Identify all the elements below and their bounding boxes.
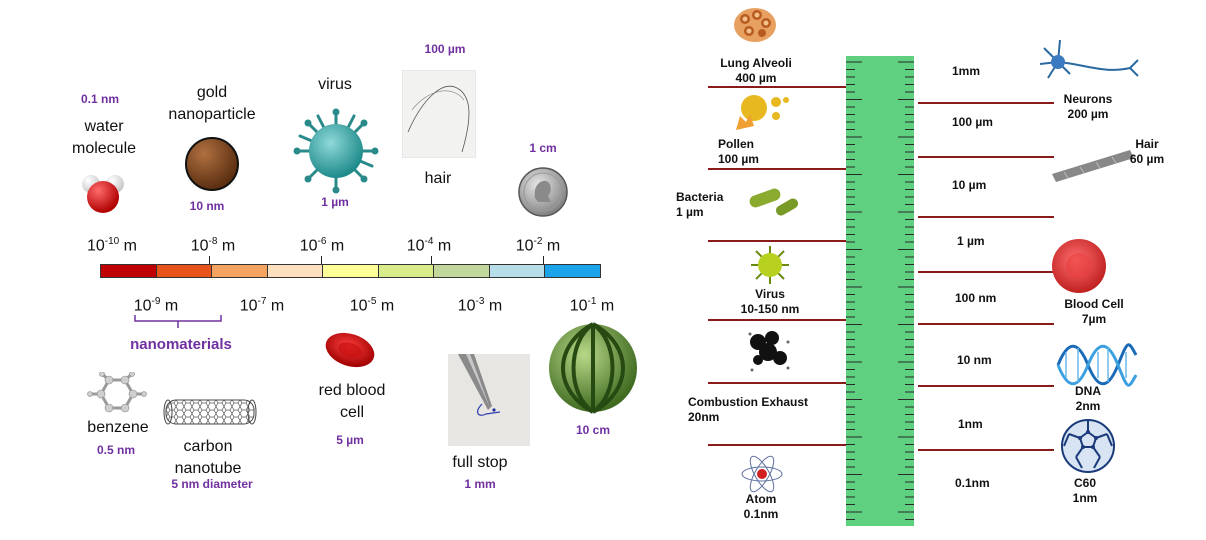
gold-label: gold nanoparticle	[168, 84, 256, 123]
water-label: water molecule	[71, 118, 137, 157]
nanomaterials-bracket	[134, 315, 222, 328]
nanomaterials-label: nanomaterials	[130, 336, 232, 353]
water-molecule-icon	[82, 175, 124, 213]
green-ruler	[846, 56, 914, 526]
hair-size: 100 µm	[424, 42, 466, 56]
nanotube-size: 5 nm diameter	[171, 477, 253, 491]
right-marker-line	[918, 271, 1054, 273]
scale-segment	[155, 264, 213, 278]
right-marker-line	[918, 156, 1054, 158]
tick-mark	[543, 256, 544, 265]
rbc-label: red blood cell	[318, 382, 386, 421]
right-marker-line	[918, 449, 1054, 451]
hair-label: hair	[424, 170, 452, 187]
dna-helix-icon	[1056, 343, 1138, 387]
scale-segment	[377, 264, 435, 278]
water-size: 0.1 nm	[80, 92, 120, 106]
hair-strand-icon	[1052, 150, 1134, 182]
right-marker-line	[918, 102, 1054, 104]
measure-label: 1mm	[952, 64, 981, 78]
lung-alveoli-icon	[734, 8, 776, 42]
virus-size: 1 µm	[321, 195, 349, 209]
measure-label: 0.1nm	[955, 476, 990, 490]
right-marker-line	[918, 385, 1054, 387]
tick-mark	[431, 256, 432, 265]
gold-nanoparticle-icon	[185, 137, 239, 191]
left-marker-line	[708, 319, 846, 321]
left-marker-line	[708, 86, 846, 88]
tick-top-4: 10-2 m	[515, 236, 561, 255]
benzene-size: 0.5 nm	[96, 443, 136, 457]
tick-bottom-1: 10-7 m	[239, 296, 285, 315]
carbon-nanotube-icon	[163, 399, 257, 425]
left-marker-line	[708, 444, 846, 446]
scale-segment	[488, 264, 546, 278]
bacteria-icon	[749, 188, 799, 216]
fullstop-size: 1 mm	[464, 477, 496, 491]
tick-top-1: 10-8 m	[190, 236, 236, 255]
neuron-icon	[1039, 39, 1139, 79]
scale-segment	[544, 264, 601, 278]
tick-mark	[321, 256, 322, 265]
c60-fullerene-icon	[1061, 419, 1115, 473]
pen-full-stop-photo-icon	[448, 354, 530, 446]
benzene-molecule-icon	[87, 372, 147, 413]
measure-label: 100 nm	[955, 291, 997, 305]
left-marker-line	[708, 382, 846, 384]
coin-icon	[518, 167, 568, 217]
right-marker-line	[918, 216, 1054, 218]
measure-label: 1 µm	[957, 234, 985, 248]
tick-mark	[209, 256, 210, 265]
coin-size: 1 cm	[529, 141, 557, 155]
tick-top-2: 10-6 m	[299, 236, 345, 255]
hair-photo-icon	[402, 70, 476, 158]
virus-small-icon	[751, 246, 789, 284]
measure-label: 10 µm	[952, 178, 987, 192]
virus-label: virus	[318, 76, 352, 93]
watermelon-icon	[549, 322, 637, 414]
scale-segment	[433, 264, 490, 278]
right-marker-line	[918, 323, 1054, 325]
watermelon-size: 10 cm	[575, 423, 611, 437]
virus-icon	[293, 108, 379, 194]
gold-size: 10 nm	[189, 199, 225, 213]
left-marker-line	[708, 168, 846, 170]
blood-cell-icon	[1052, 239, 1106, 293]
left-marker-line	[708, 240, 846, 242]
rbc-size: 5 µm	[336, 433, 364, 447]
tick-bottom-3: 10-3 m	[457, 296, 503, 315]
atom-icon	[741, 455, 783, 493]
scale-segment	[100, 264, 157, 278]
scale-segment	[322, 264, 379, 278]
measure-label: 1nm	[958, 417, 983, 431]
scale-segment	[211, 264, 268, 278]
tick-top-3: 10-4 m	[406, 236, 452, 255]
tick-top-0: 10-10 m	[86, 236, 138, 255]
nanotube-label: carbon nanotube	[174, 438, 242, 477]
fullstop-label: full stop	[452, 454, 508, 471]
benzene-label: benzene	[87, 419, 149, 436]
tick-bottom-0: 10-9 m	[133, 296, 179, 315]
red-blood-cell-icon	[325, 332, 375, 368]
pollen-icon	[736, 95, 789, 130]
combustion-exhaust-icon	[748, 331, 790, 372]
scale-segment	[266, 264, 324, 278]
tick-bottom-4: 10-1 m	[569, 296, 615, 315]
tick-bottom-2: 10-5 m	[349, 296, 395, 315]
measure-label: 10 nm	[957, 353, 992, 367]
measure-label: 100 µm	[952, 115, 993, 129]
